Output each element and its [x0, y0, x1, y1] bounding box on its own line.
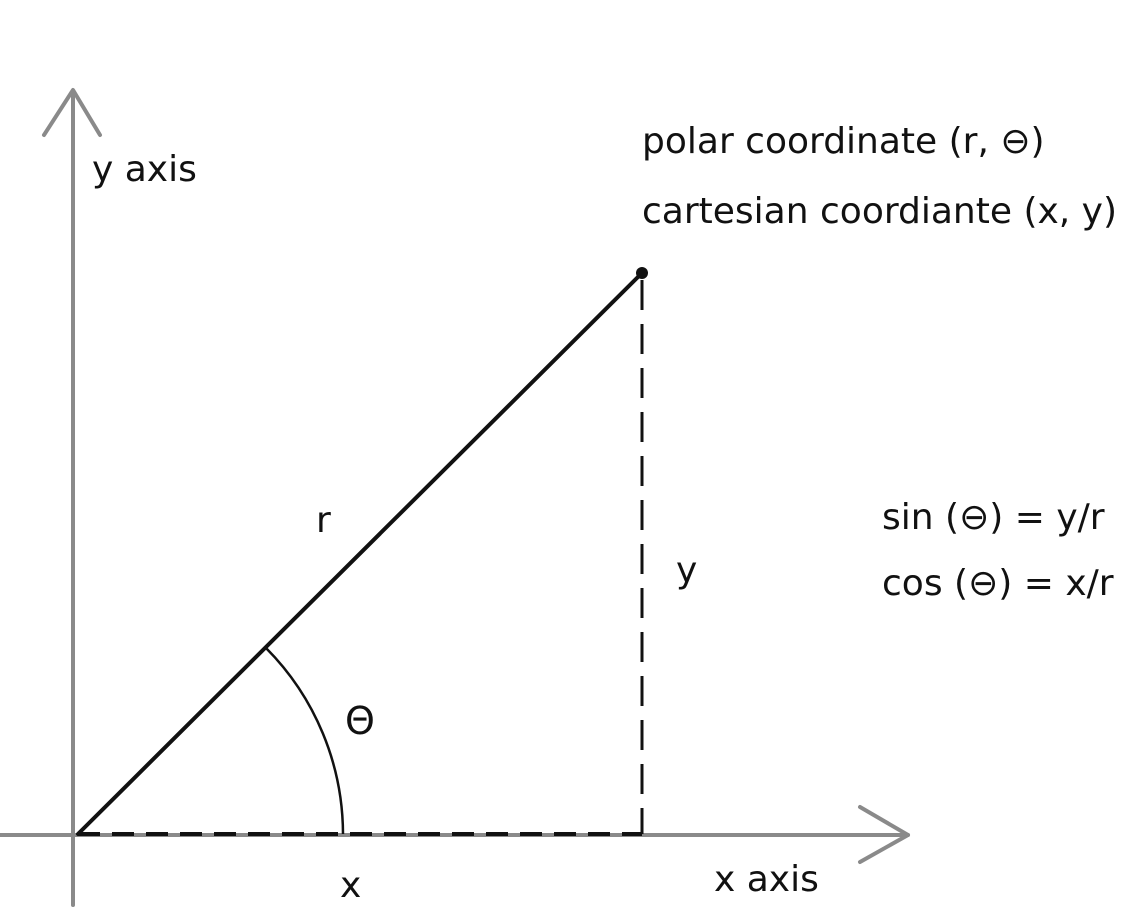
polar-coordinate-label: polar coordinate (r, ⊖)	[642, 121, 1045, 162]
sin-equation: sin (⊖) = y/r	[882, 497, 1105, 538]
radius-line	[76, 271, 644, 836]
y-label: y	[676, 550, 698, 591]
point-dot	[636, 267, 648, 279]
cartesian-coordinate-label: cartesian coordiante (x, y)	[642, 191, 1118, 232]
cos-equation: cos (⊖) = x/r	[882, 563, 1114, 604]
theta-label: Θ	[345, 699, 375, 743]
theta-angle-arc	[265, 647, 345, 835]
x-label: x	[340, 865, 362, 906]
y-axis-arrowhead	[42, 88, 102, 137]
x-axis-label: x axis	[714, 859, 819, 900]
y-axis-label: y axis	[92, 149, 197, 190]
r-label: r	[316, 500, 331, 541]
x-axis-arrowhead	[858, 805, 910, 864]
